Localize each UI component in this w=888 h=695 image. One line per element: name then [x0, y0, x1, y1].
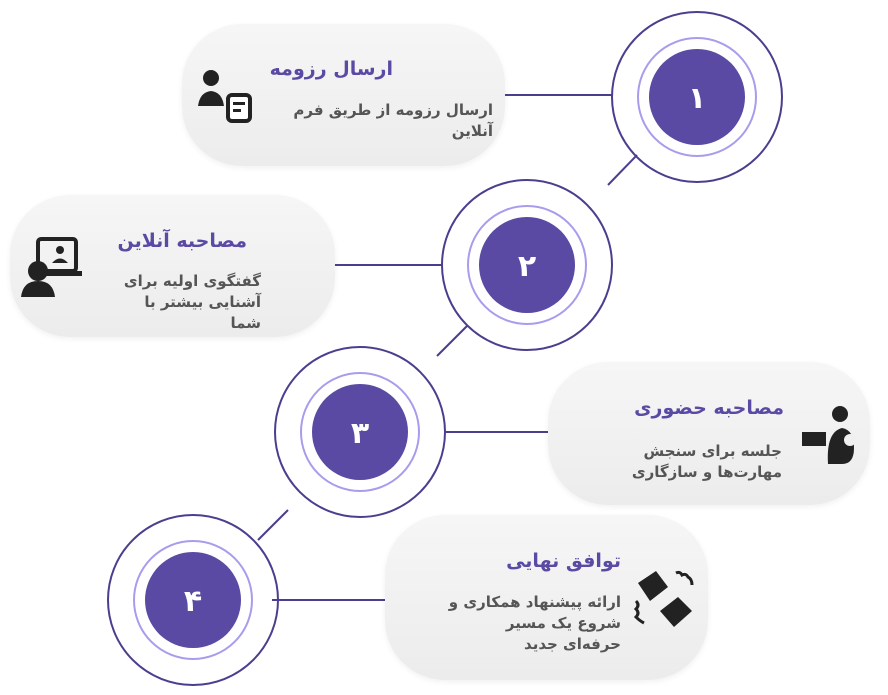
outer-ring	[274, 346, 446, 518]
step-card-3: مصاحبه حضوری جلسه برای سنجش مهارت‌ها و س…	[548, 362, 870, 505]
outer-ring	[107, 514, 279, 686]
step-title: مصاحبه آنلاین	[117, 230, 247, 252]
step-description: ارسال رزومه از طریق فرم آنلاین	[293, 101, 493, 140]
outer-ring	[611, 11, 783, 183]
step-title: توافق نهایی	[506, 550, 621, 572]
step-number-3: ۳	[351, 416, 369, 451]
inner-ring	[467, 205, 587, 325]
step-description: گفتگوی اولیه برای آشنایی بیشتر با شما	[123, 272, 261, 332]
inner-ring	[300, 372, 420, 492]
step-circle-4	[145, 552, 241, 648]
step-description: جلسه برای سنجش مهارت‌ها و سازگاری	[631, 442, 782, 481]
step-number-1: ۱	[688, 81, 706, 116]
step-card-1: ارسال رزومه ارسال رزومه از طریق فرم آنلا…	[182, 24, 505, 166]
step-title: مصاحبه حضوری	[634, 397, 784, 419]
step-circle-1	[649, 49, 745, 145]
step-circle-2	[479, 217, 575, 313]
handshake-icon	[633, 570, 694, 627]
inner-ring	[133, 540, 253, 660]
step-circle-3	[312, 384, 408, 480]
connector-line	[436, 325, 468, 357]
inner-ring	[637, 37, 757, 157]
outer-ring	[441, 179, 613, 351]
step-number-4: ۴	[184, 584, 202, 619]
video-call-icon	[21, 237, 82, 297]
step-title: ارسال رزومه	[269, 58, 393, 80]
connector-line	[257, 509, 289, 541]
step-description: ارائه پیشنهاد همکاری و شروع یک مسیر حرفه…	[448, 593, 621, 653]
in-person-meeting-icon	[802, 406, 856, 464]
step-card-4: توافق نهایی ارائه پیشنهاد همکاری و شروع …	[385, 515, 708, 680]
step-card-2: مصاحبه آنلاین گفتگوی اولیه برای آشنایی ب…	[10, 195, 335, 337]
resume-form-icon	[198, 70, 252, 123]
connector-line	[607, 154, 638, 186]
step-number-2: ۲	[518, 249, 536, 284]
